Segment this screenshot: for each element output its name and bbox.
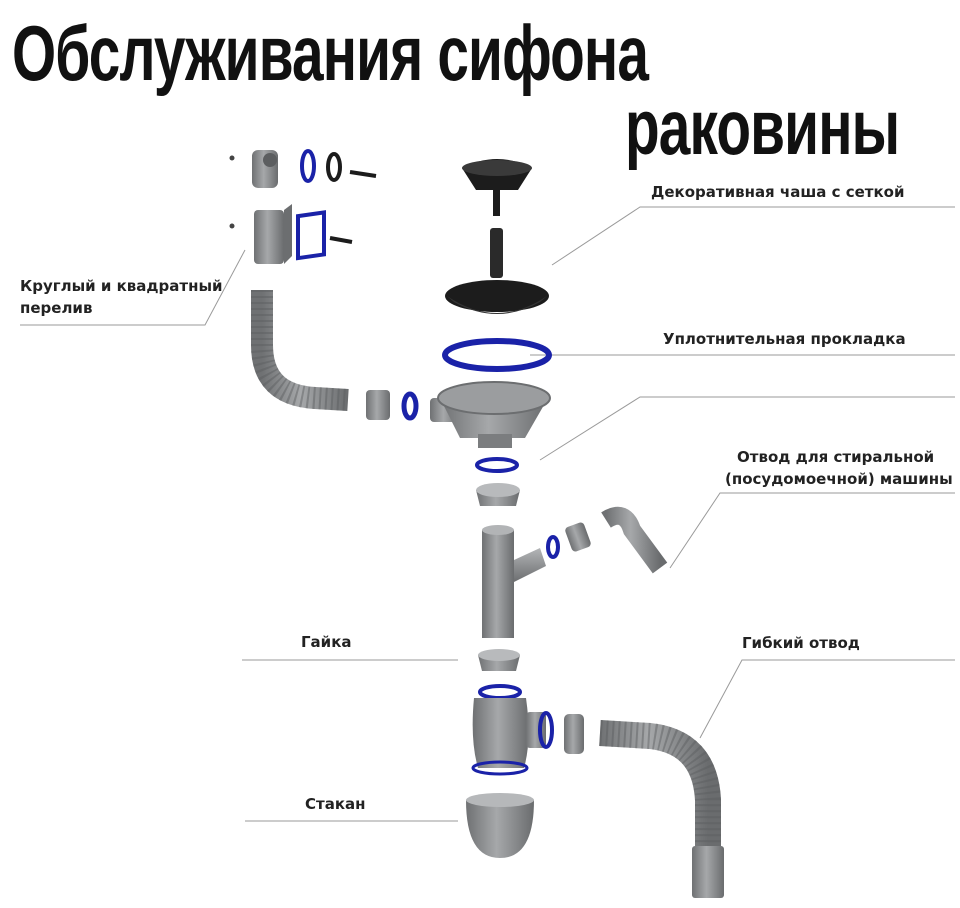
washer-seal	[546, 535, 560, 559]
label-washer-outlet-line2: (посудомоечной) машины	[725, 470, 953, 488]
small-gasket	[475, 457, 519, 473]
leader-overflow	[20, 249, 246, 326]
decorative-strainer	[462, 159, 532, 278]
siphon-cup	[466, 793, 534, 858]
sealing-gasket	[442, 338, 552, 372]
label-flexible-outlet: Гибкий отвод	[742, 634, 860, 652]
outlet-nut	[564, 714, 584, 754]
upper-nut	[476, 483, 520, 506]
leader-lines	[20, 206, 955, 822]
page-title-line2: раковины	[625, 83, 900, 171]
label-gasket: Уплотнительная прокладка	[663, 330, 906, 348]
label-washer-outlet-line1: Отвод для стиральной	[737, 448, 935, 466]
round-overflow	[229, 149, 377, 188]
leader-decorative-bowl	[551, 206, 955, 266]
siphon-bottle	[471, 684, 554, 776]
lower-nut	[478, 649, 520, 671]
leader-washer-outlet	[669, 492, 955, 569]
label-cup: Стакан	[305, 795, 366, 813]
overflow-hose	[251, 290, 349, 411]
square-overflow	[229, 204, 353, 264]
washer-nut	[565, 522, 591, 552]
flexible-outlet-hose	[599, 720, 724, 898]
tee-pipe	[482, 525, 546, 638]
drain-body	[430, 381, 551, 448]
label-overflow-line2: перелив	[20, 299, 93, 317]
label-decorative-bowl: Декоративная чаша с сеткой	[651, 183, 905, 201]
washer-outlet-elbow	[601, 506, 668, 574]
leader-flexible-outlet	[699, 659, 955, 739]
label-overflow-line1: Круглый и квадратный	[20, 277, 223, 295]
leader-body	[539, 396, 955, 461]
page-title-line1: Обслуживания сифона	[12, 9, 649, 97]
decorative-bowl	[445, 280, 549, 314]
label-nut: Гайка	[301, 633, 352, 651]
overflow-coupling	[366, 390, 419, 421]
